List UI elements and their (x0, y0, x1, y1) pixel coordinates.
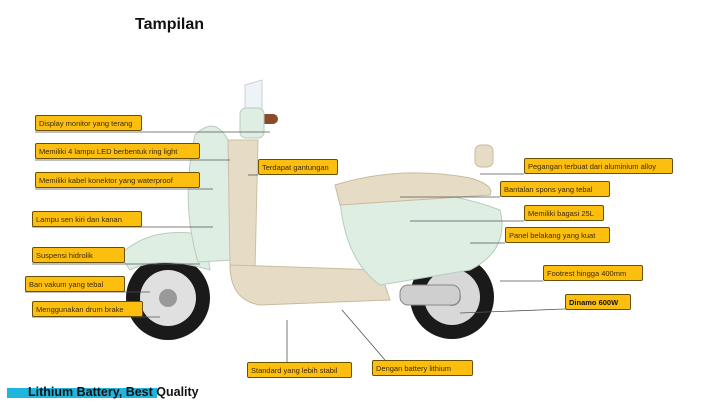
label-footrest: Footrest hingga 400mm (543, 265, 643, 281)
footer-tagline: Lithium Battery, Best Quality (28, 385, 199, 399)
label-drum: Menggunakan drum brake (32, 301, 143, 317)
label-sen: Lampu sen kiri dan kanan (32, 211, 142, 227)
label-ban: Ban vakum yang tebal (25, 276, 125, 292)
label-gantungan: Terdapat gantungan (258, 159, 338, 175)
front-fender (119, 232, 211, 271)
label-battery: Dengan battery lithium (372, 360, 473, 376)
accent-bar (7, 388, 157, 398)
backrest (474, 144, 494, 168)
front-wheel (126, 256, 210, 340)
label-kabel: Memiliki kabel konektor yang waterproof (35, 172, 200, 188)
motor-cover (399, 284, 461, 306)
floorboard (229, 264, 391, 306)
label-led: Memiliki 4 lampu LED berbentuk ring ligh… (35, 143, 200, 159)
label-bantalan: Bantalan spons yang tebal (500, 181, 610, 197)
callout-lines (25, 131, 566, 362)
page-title: Tampilan (135, 16, 205, 33)
label-pegangan: Pegangan terbuat dari aluminium alloy (524, 158, 673, 174)
label-suspensi: Suspensi hidrolik (32, 247, 125, 263)
label-standard: Standard yang lebih stabil (247, 362, 352, 378)
label-dinamo: Dinamo 600W (565, 294, 631, 310)
label-display: Display monitor yang terang (35, 115, 142, 131)
headset (239, 107, 265, 139)
label-panel: Panel belakang yang kuat (505, 227, 610, 243)
label-bagasi: Memiliki bagasi 25L (524, 205, 604, 221)
leg-shield (227, 139, 259, 271)
